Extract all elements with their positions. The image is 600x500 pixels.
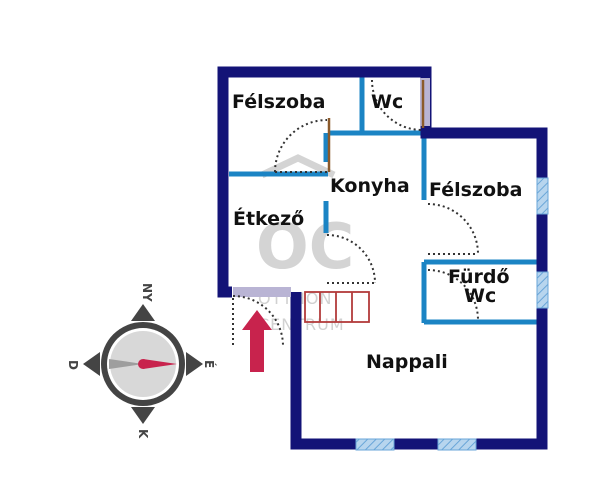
entrance-arrow [242,310,272,372]
room-felszoba-top: Félszoba [232,91,325,113]
compass-label-west: D [66,360,80,370]
window-felszoba-right [536,177,549,215]
compass-label-east: É [202,360,217,368]
windows [233,78,549,451]
compass-hub [138,359,148,369]
stairs [304,291,370,323]
room-furdo-wc: Wc [464,285,496,307]
room-felszoba-right: Félszoba [429,179,522,201]
inner-walls [229,75,538,325]
entrance-threshold [233,287,291,297]
compass-tick-east [186,352,203,376]
compass: NY É K D [66,283,217,439]
door-swings [232,79,479,347]
compass-label-north: NY [140,283,154,302]
window-wc-top [420,78,430,126]
compass-tick-south [131,407,155,424]
compass-tick-north [131,304,155,321]
window-nappali-right [437,438,477,451]
window-furdo [536,271,549,309]
room-furdo: Fürdő [448,266,510,288]
room-nappali: Nappali [366,351,448,373]
compass-tick-west [83,352,100,376]
room-labels: Félszoba Wc Konyha Félszoba Étkező Fürdő… [232,91,522,373]
room-konyha: Konyha [330,175,410,197]
compass-needle-east [143,359,177,369]
window-nappali-left [355,438,395,451]
compass-needle-west [109,359,143,369]
compass-label-south: K [136,429,150,439]
watermark-logo-text: OC [256,210,354,283]
room-wc-top: Wc [371,91,403,113]
room-etkezo: Étkező [233,207,304,230]
door-frames [327,80,425,172]
